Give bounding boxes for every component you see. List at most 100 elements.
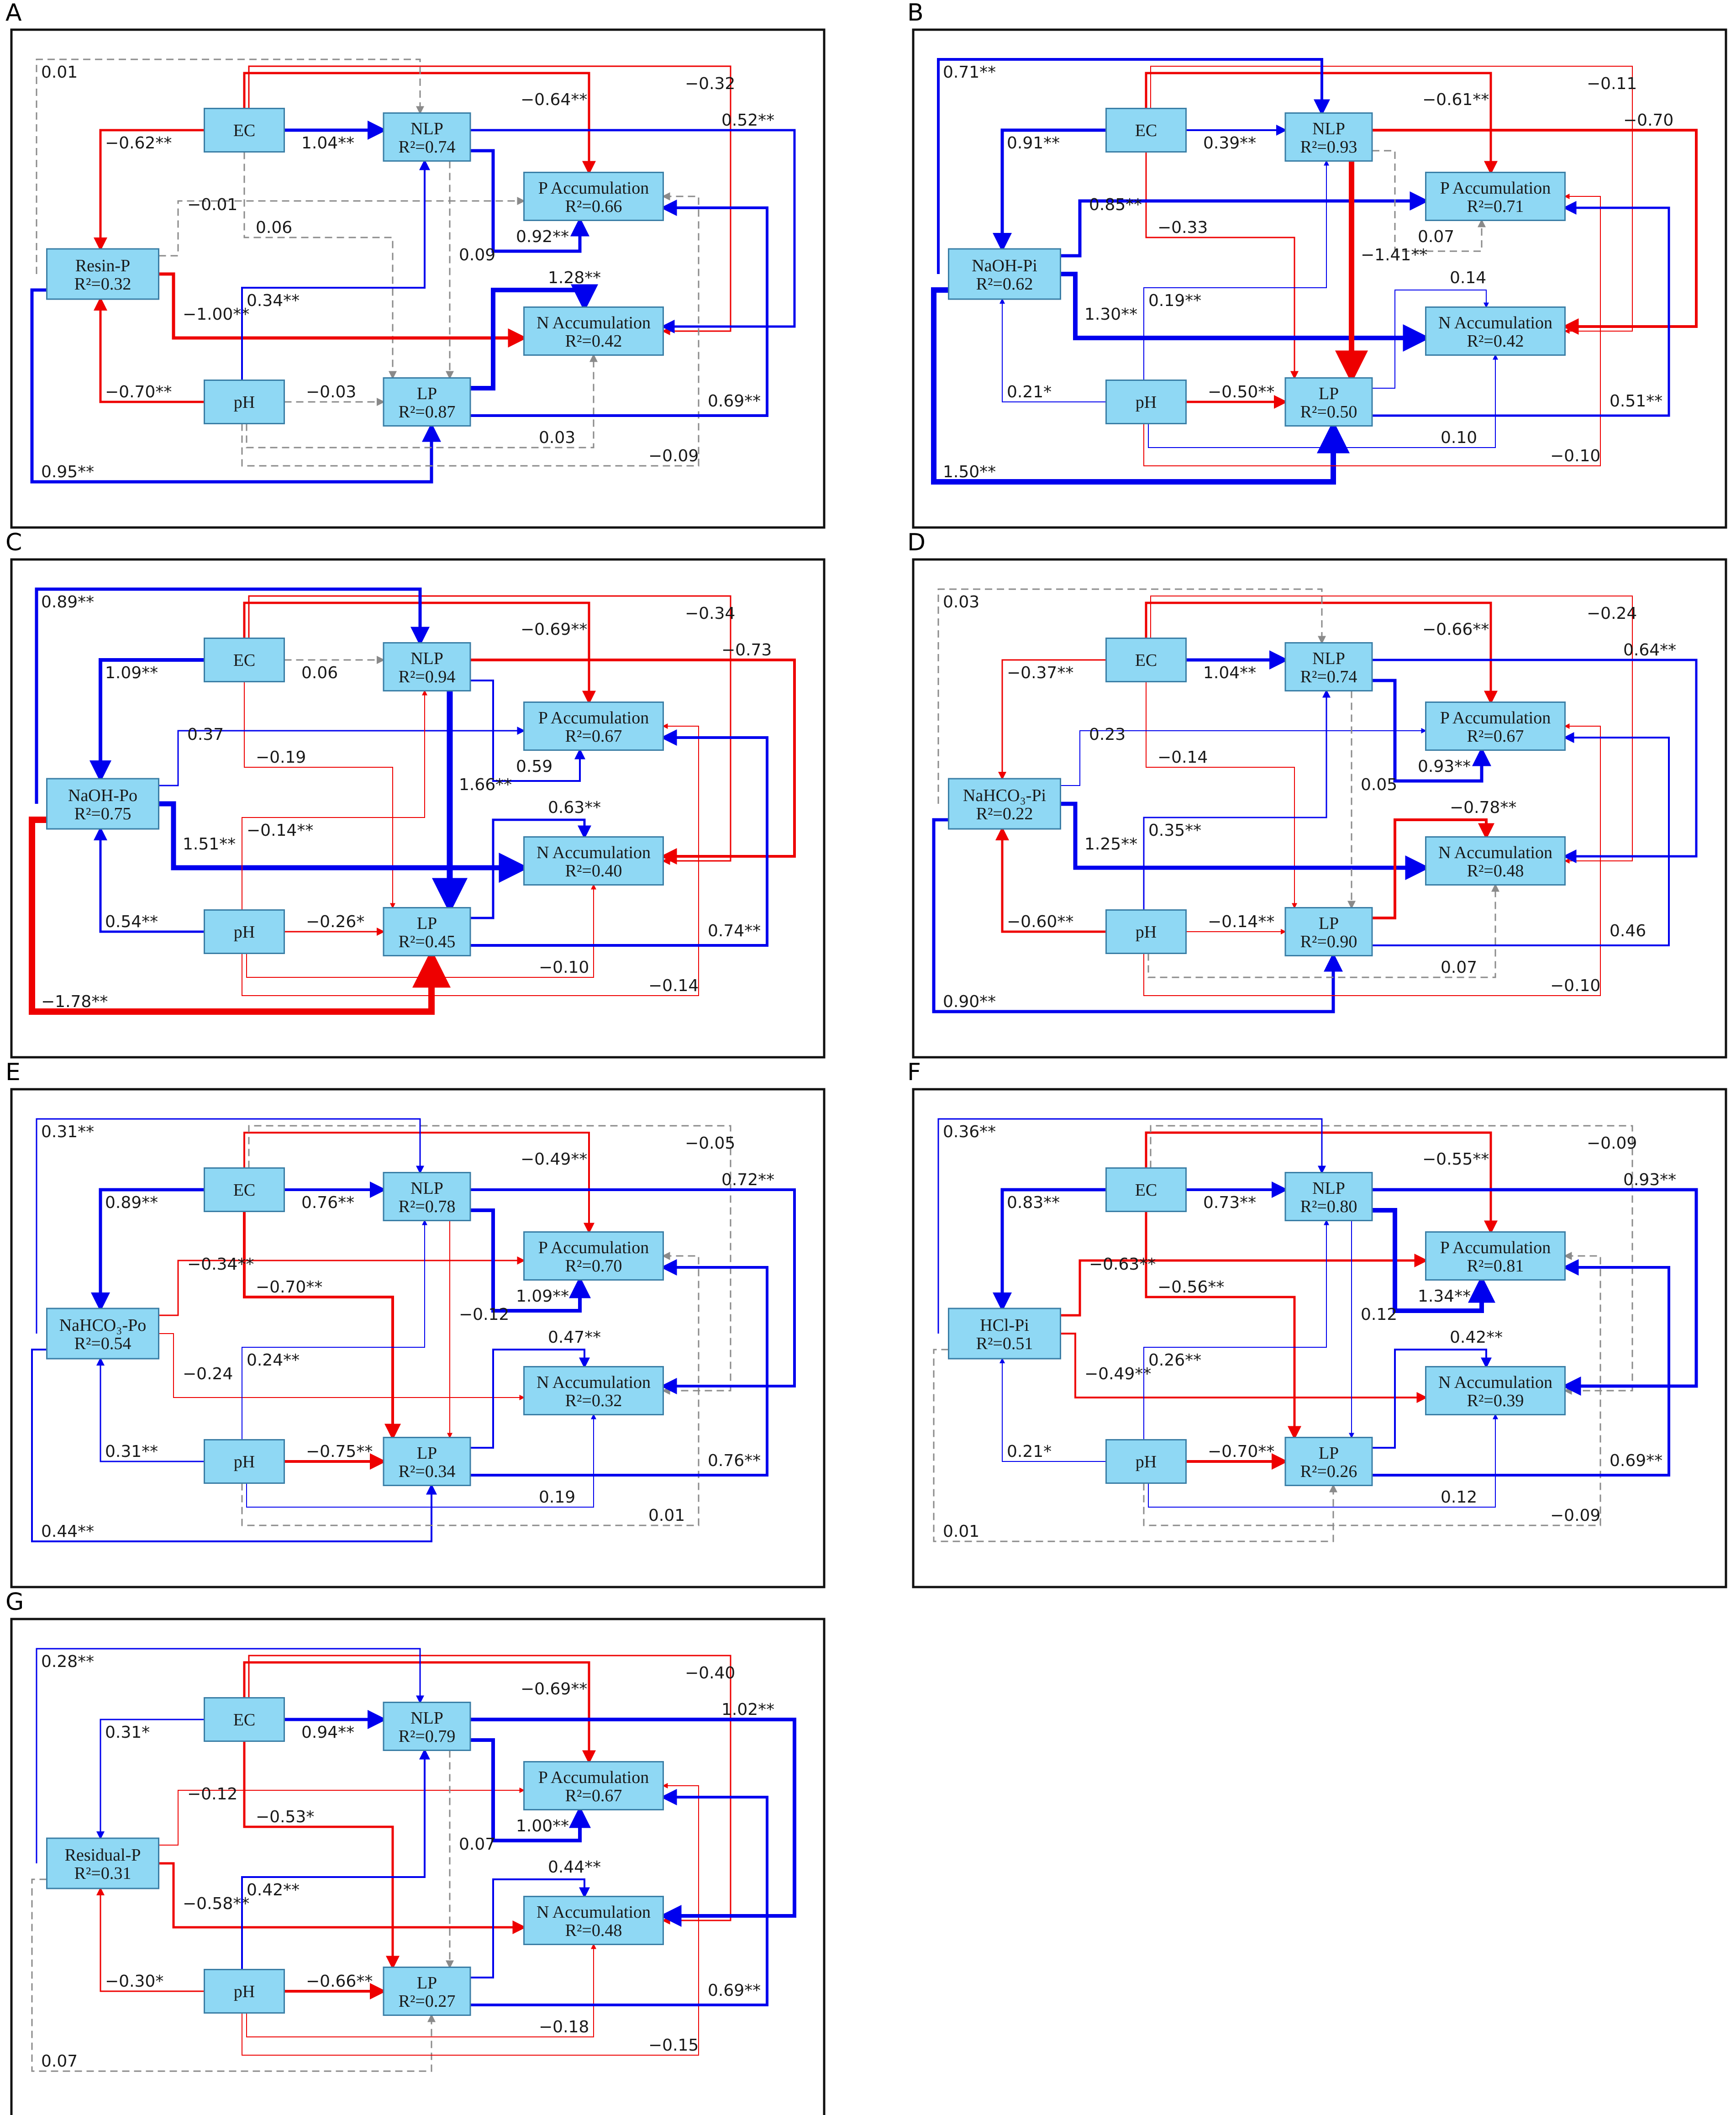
path-lp-to-pacc: 0.69** <box>1372 1259 1670 1477</box>
path-line <box>1060 1254 1428 1317</box>
path-coefficient: −0.70 <box>1623 111 1673 130</box>
path-coefficient: −0.10 <box>539 958 589 977</box>
path-coefficient: 0.05 <box>1361 775 1397 794</box>
node-label: HCl-Pi <box>980 1316 1029 1335</box>
path-coefficient: 0.52** <box>721 111 774 130</box>
node-r2: R²=0.74 <box>1300 667 1357 686</box>
panel-frame <box>912 1088 1727 1588</box>
path-ec-to-lp: −0.56** <box>1145 1211 1301 1440</box>
path-line <box>1060 191 1429 258</box>
path-coefficient: 0.59 <box>516 757 552 776</box>
panel-letter-f: F <box>907 1059 921 1086</box>
node-label: NaHCO₃-Po <box>59 1316 147 1335</box>
path-var-to-lp: 0.90** <box>932 818 1343 1013</box>
path-coefficient: 1.34** <box>1418 1287 1471 1306</box>
path-ec-to-var: −0.37** <box>998 659 1106 780</box>
node-label: NLP <box>1312 1179 1345 1198</box>
path-coefficient: 0.37 <box>187 725 224 744</box>
path-ph-to-lp: −0.66** <box>284 1972 386 1999</box>
path-var-to-nlp: 0.36** <box>937 1118 1326 1334</box>
path-coefficient: 0.21* <box>1007 1442 1052 1461</box>
path-coefficient: 0.42** <box>247 1881 300 1899</box>
node-label: pH <box>1136 1452 1157 1472</box>
path-ec-to-nacc: −0.40 <box>248 1655 735 1925</box>
path-ec-to-nlp: 0.06 <box>284 656 385 682</box>
path-line <box>158 272 527 348</box>
path-line <box>1060 1333 1428 1403</box>
node-r2: R²=0.81 <box>1467 1256 1524 1276</box>
path-ph-to-pacc: −0.14 <box>242 723 699 996</box>
path-nlp-to-nacc: 0.72** <box>470 1171 796 1394</box>
path-ec-to-nlp: 0.39** <box>1186 125 1287 153</box>
path-ph-to-pacc: 0.01 <box>241 1252 700 1526</box>
path-nlp-to-pacc: 0.93** <box>1372 679 1491 783</box>
path-ph-to-nacc: 0.19 <box>246 1414 596 1508</box>
path-coefficient: −0.49** <box>521 1150 587 1169</box>
path-line <box>470 149 589 253</box>
path-line <box>1000 298 1106 402</box>
path-coefficient: −0.60** <box>1007 912 1073 931</box>
node-label: P Accumulation <box>1440 179 1551 198</box>
path-coefficient: −0.11 <box>1587 74 1637 93</box>
path-line <box>89 658 205 782</box>
path-line <box>1143 1219 1329 1440</box>
path-coefficient: 0.09 <box>459 246 495 264</box>
path-nlp-to-pacc: 1.34** <box>1372 1208 1495 1313</box>
path-line <box>470 1349 590 1449</box>
path-line <box>1060 802 1430 880</box>
path-lp-to-nacc: 0.47** <box>470 1328 601 1449</box>
path-coefficient: 0.34** <box>247 291 300 310</box>
path-coefficient: 0.01 <box>943 1522 979 1541</box>
node-label: EC <box>233 121 256 140</box>
path-coefficient: 0.31* <box>105 1723 150 1742</box>
node-label: N Accumulation <box>537 313 651 332</box>
node-r2: R²=0.67 <box>565 1786 622 1805</box>
node-ph: pH <box>1105 380 1187 424</box>
path-line <box>158 1256 526 1316</box>
path-lp-to-pacc: 0.74** <box>470 729 768 947</box>
path-coefficient: −0.64** <box>521 90 587 109</box>
path-coefficient: −0.09 <box>1587 1134 1637 1153</box>
path-ec-to-nacc: −0.11 <box>1150 66 1637 334</box>
path-coefficient: 0.95** <box>41 463 94 481</box>
path-nlp-to-nacc: 1.02** <box>470 1700 796 1927</box>
path-coefficient: −0.40 <box>685 1664 735 1683</box>
path-line <box>241 159 430 380</box>
path-coefficient: 0.72** <box>721 1171 774 1189</box>
path-coefficient: 1.04** <box>1203 664 1256 682</box>
path-diagram-f: 0.73**0.83**−0.55**−0.09−0.56**−0.49**−0… <box>912 1088 1727 1588</box>
path-ph-to-lp: −0.14** <box>1186 912 1286 934</box>
node-var: Residual-PR²=0.31 <box>46 1837 159 1889</box>
path-coefficient: 1.00** <box>516 1817 569 1835</box>
node-label: P Accumulation <box>1440 708 1551 728</box>
path-ph-to-pacc: −0.09 <box>241 192 700 467</box>
node-ec: EC <box>204 108 285 153</box>
path-line <box>470 1789 768 2006</box>
path-coefficient: 1.04** <box>301 134 354 153</box>
node-label: LP <box>417 914 437 933</box>
path-nlp-to-pacc: 1.09** <box>470 1208 591 1313</box>
node-r2: R²=0.39 <box>1467 1391 1524 1410</box>
node-r2: R²=0.48 <box>565 1921 622 1940</box>
path-line <box>1145 72 1498 175</box>
path-coefficient: 0.64** <box>1623 641 1676 659</box>
path-nlp-to-lp: 0.12 <box>1349 1220 1397 1439</box>
path-nlp-to-pacc: 1.00** <box>470 1738 591 1842</box>
path-ph-to-nacc: 0.03 <box>246 353 598 448</box>
path-line <box>35 587 430 804</box>
path-diagram-g: 0.94**0.31*−0.69**−0.40−0.53*−0.58**−0.1… <box>10 1618 826 2115</box>
path-coefficient: 0.10 <box>1441 428 1477 447</box>
path-ec-to-pacc: −0.69** <box>243 601 596 705</box>
path-line <box>470 1259 768 1477</box>
node-label: pH <box>234 923 255 942</box>
node-r2: R²=0.70 <box>565 1256 622 1276</box>
path-line <box>1143 160 1329 380</box>
path-coefficient: 0.01 <box>648 1506 685 1525</box>
path-diagram-a: 1.04**−0.62**−0.64**−0.320.06−1.00**−0.0… <box>10 28 826 529</box>
path-ec-to-var: 0.91** <box>993 128 1106 252</box>
